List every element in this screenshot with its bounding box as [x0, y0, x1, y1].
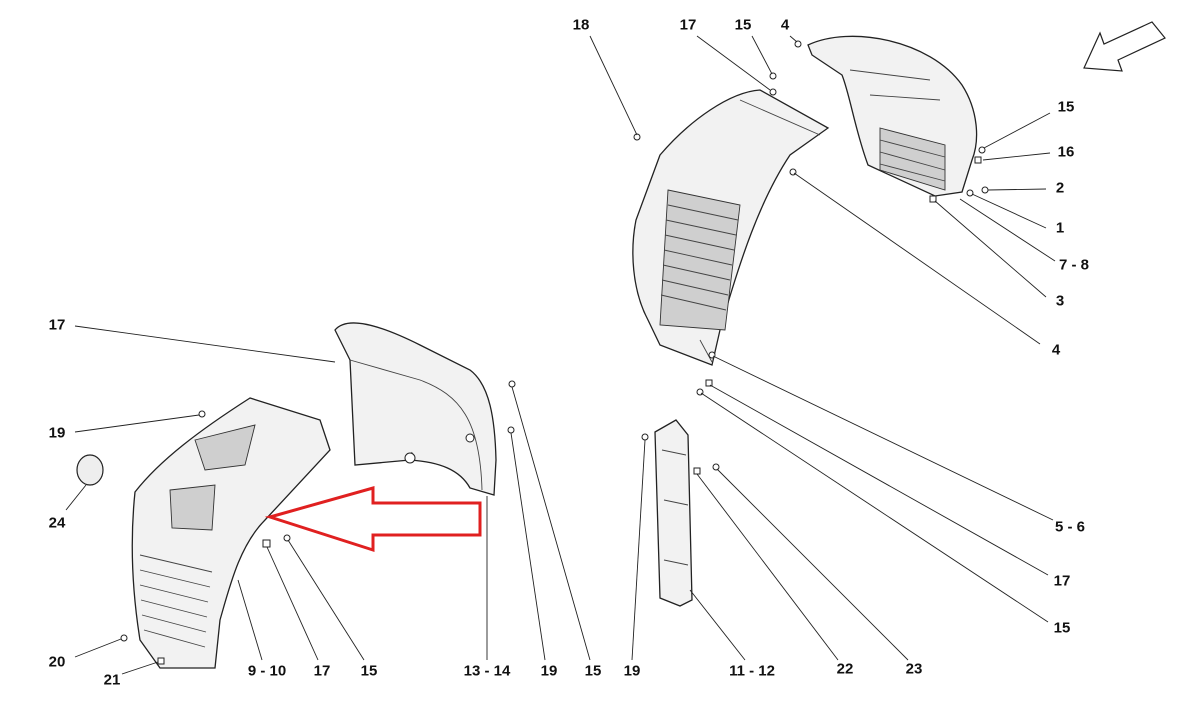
leader-line [631, 439, 646, 661]
part-callout-label[interactable]: 18 [572, 16, 590, 34]
leader-line [74, 414, 200, 433]
leader-line [266, 546, 319, 661]
leader-line [74, 325, 336, 363]
part-callout-label[interactable]: 17 [48, 316, 66, 334]
leader-line [959, 198, 1056, 262]
leader-line [689, 589, 746, 661]
part-callout-label[interactable]: 23 [905, 660, 923, 678]
part-callout-label[interactable]: 19 [48, 424, 66, 442]
part-callout-label[interactable]: 15 [584, 662, 602, 680]
part-callout-label[interactable]: 20 [48, 653, 66, 671]
rear-wheelhouse-liner-upper [807, 35, 978, 197]
part-callout-label[interactable]: 5 - 6 [1054, 518, 1086, 536]
leader-lines [65, 35, 1056, 675]
leader-line [74, 638, 122, 658]
leader-line [716, 468, 909, 661]
part-callout-label[interactable]: 24 [48, 514, 66, 532]
leader-line [709, 384, 1049, 576]
part-callout-label[interactable]: 4 [780, 16, 790, 34]
part-callout-label[interactable]: 17 [313, 662, 331, 680]
leader-line [589, 35, 638, 136]
leader-line [983, 112, 1051, 149]
part-callout-label[interactable]: 9 - 10 [247, 662, 287, 680]
part-callout-label[interactable]: 11 - 12 [729, 662, 775, 680]
leader-line [65, 484, 87, 511]
part-callout-label[interactable]: 15 [734, 16, 752, 34]
part-callout-label[interactable]: 15 [360, 662, 378, 680]
part-callout-label[interactable]: 1 [1055, 219, 1065, 237]
rear-wheelhouse-liner-front [632, 89, 830, 366]
part-callout-label[interactable]: 15 [1057, 98, 1075, 116]
leader-line [793, 172, 1041, 345]
wheelhouse-closing-panel [334, 322, 497, 496]
leader-line [971, 193, 1047, 229]
grommet-plug [76, 454, 104, 486]
part-callout-label[interactable]: 15 [1053, 619, 1071, 637]
leader-line [121, 661, 159, 675]
leader-line [696, 473, 839, 661]
leader-line [934, 200, 1047, 298]
leader-line [237, 579, 263, 661]
fasteners [120, 40, 989, 665]
part-callout-label[interactable]: 19 [623, 662, 641, 680]
leader-line [700, 392, 1049, 623]
leader-line [510, 432, 546, 661]
part-callout-label[interactable]: 4 [1051, 341, 1061, 359]
part-callout-label[interactable]: 17 [1053, 572, 1071, 590]
leader-line [789, 35, 798, 43]
leader-line [987, 188, 1047, 191]
part-callout-label[interactable]: 2 [1055, 179, 1065, 197]
leader-line [696, 35, 771, 91]
leader-line [511, 386, 591, 661]
highlight-arrow-icon [264, 486, 482, 553]
part-callout-label[interactable]: 19 [540, 662, 558, 680]
leader-line [287, 539, 365, 661]
part-callout-label[interactable]: 22 [836, 660, 854, 678]
leader-line [982, 152, 1051, 161]
direction-arrow-icon [1083, 21, 1166, 72]
part-callout-label[interactable]: 21 [103, 671, 121, 689]
leader-line [751, 35, 773, 75]
part-callout-label[interactable]: 16 [1057, 143, 1075, 161]
part-callout-label[interactable]: 7 - 8 [1058, 256, 1090, 274]
part-callout-label[interactable]: 3 [1055, 292, 1065, 310]
part-callout-label[interactable]: 13 - 14 [463, 662, 511, 680]
front-wheelhouse-liner [131, 397, 331, 669]
leader-line [712, 355, 1054, 521]
part-callout-label[interactable]: 17 [679, 16, 697, 34]
wheelhouse-bracket [654, 419, 693, 607]
